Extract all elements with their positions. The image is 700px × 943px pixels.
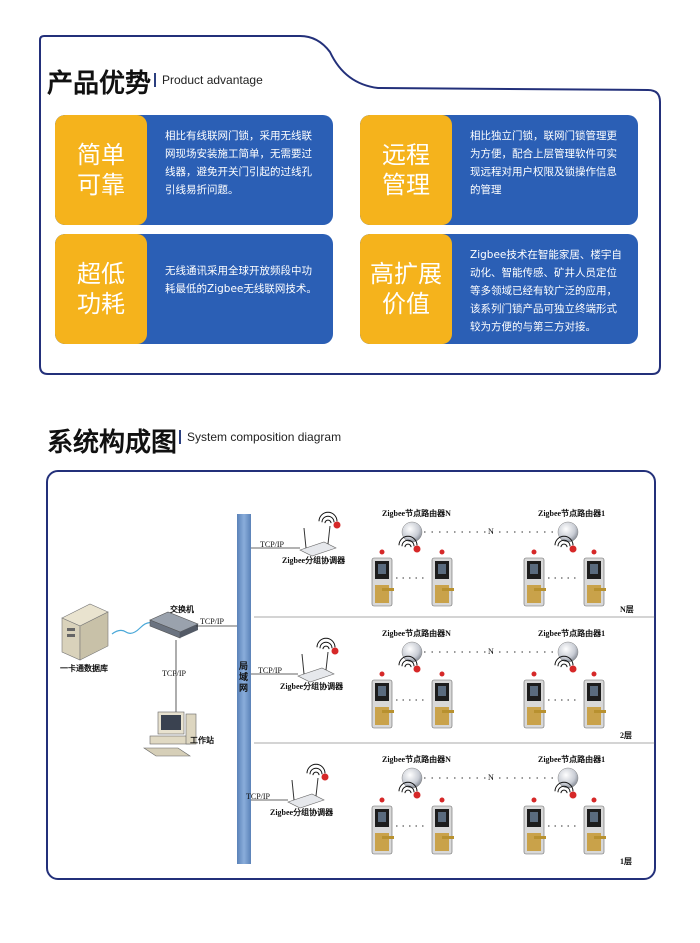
system-subtitle: System composition diagram (179, 430, 341, 444)
coordinator-label: Zigbee分组协调器 (282, 556, 346, 565)
n-mark: N (488, 647, 494, 656)
floor-label: 2层 (620, 731, 632, 740)
workstation-label: 工作站 (190, 736, 214, 745)
coordinator-router-icon (287, 793, 325, 809)
lan-label: 局域网 (239, 662, 249, 694)
card-tag: 高扩展价值 (360, 234, 452, 344)
advantage-card-simple: 简单可靠 相比有线联网门锁，采用无线联网现场安装施工简单，无需要过线器，避免开关… (55, 115, 333, 225)
door-lock-icon (523, 805, 546, 855)
system-frame (46, 470, 656, 880)
card-text: 无线通讯采用全球开放频段中功耗最低的Zigbee无线联网技术。 (165, 265, 317, 295)
door-lock-icon (583, 557, 606, 607)
tcpip-label: TCP/IP (246, 792, 271, 801)
door-lock-icon (523, 557, 546, 607)
coordinator-label: Zigbee分组协调器 (270, 808, 334, 817)
tcpip-label-workstation: TCP/IP (162, 669, 187, 678)
advantage-title: 产品优势 (47, 69, 152, 99)
card-tag: 超低功耗 (55, 234, 147, 344)
door-lock-icon (371, 805, 394, 855)
router-1-label: Zigbee节点路由器1 (538, 755, 606, 764)
card-text: 相比有线联网门锁，采用无线联网现场安装施工简单，无需要过线器，避免开关门引起的过… (165, 130, 312, 196)
signal-icon (316, 637, 339, 655)
door-lock-icon (523, 679, 546, 729)
card-text: 相比独立门锁，联网门锁管理更为方便，配合上层管理软件可实现远程对用户权限及锁操作… (470, 130, 617, 196)
signal-icon (554, 655, 577, 673)
tcpip-label: TCP/IP (258, 666, 283, 675)
router-node-n-icon (401, 767, 423, 789)
signal-icon (306, 763, 329, 781)
router-n-label: Zigbee节点路由器N (382, 509, 451, 518)
router-n-label: Zigbee节点路由器N (382, 755, 451, 764)
database-label: 一卡通数据库 (60, 664, 108, 673)
signal-icon (554, 781, 577, 799)
coordinator-label: Zigbee分组协调器 (280, 682, 344, 691)
door-lock-icon (431, 805, 454, 855)
door-lock-icon (431, 557, 454, 607)
router-1-label: Zigbee节点路由器1 (538, 629, 606, 638)
router-node-1-icon (557, 767, 579, 789)
tcpip-label-switch: TCP/IP (200, 617, 225, 626)
router-node-n-icon (401, 521, 423, 543)
floor-diagrams (287, 511, 606, 855)
router-node-1-icon (557, 521, 579, 543)
tcpip-label: TCP/IP (260, 540, 285, 549)
card-text: Zigbee技术在智能家居、楼宇自动化、智能传感、矿井人员定位等多领域已经有较广… (470, 249, 622, 333)
door-lock-icon (583, 679, 606, 729)
workstation-icon (143, 711, 197, 757)
database-server-icon (61, 603, 109, 661)
lan-bar (237, 514, 251, 864)
router-node-1-icon (557, 641, 579, 663)
switch-label: 交换机 (170, 605, 194, 614)
advantage-card-remote: 远程管理 相比独立门锁，联网门锁管理更为方便，配合上层管理软件可实现远程对用户权… (360, 115, 638, 225)
coordinator-router-icon (297, 667, 335, 683)
advantage-card-extend: 高扩展价值 Zigbee技术在智能家居、楼宇自动化、智能传感、矿井人员定位等多领… (360, 234, 638, 344)
door-lock-icon (431, 679, 454, 729)
floor-label: N层 (620, 605, 634, 614)
advantage-card-lowpower: 超低功耗 无线通讯采用全球开放频段中功耗最低的Zigbee无线联网技术。 (55, 234, 333, 344)
card-tag: 简单可靠 (55, 115, 147, 225)
advantage-frame (39, 35, 661, 375)
floor-label: 1层 (620, 857, 632, 866)
router-n-label: Zigbee节点路由器N (382, 629, 451, 638)
advantage-subtitle: Product advantage (154, 73, 263, 87)
card-tag: 远程管理 (360, 115, 452, 225)
n-mark: N (488, 773, 494, 782)
signal-icon (398, 781, 421, 799)
switch-icon (149, 611, 199, 639)
signal-icon (318, 511, 341, 529)
router-1-label: Zigbee节点路由器1 (538, 509, 606, 518)
signal-icon (398, 655, 421, 673)
door-lock-icon (583, 805, 606, 855)
door-lock-icon (371, 679, 394, 729)
n-mark: N (488, 527, 494, 536)
door-lock-icon (371, 557, 394, 607)
coordinator-router-icon (299, 541, 337, 557)
signal-icon (398, 535, 421, 553)
system-title: 系统构成图 (47, 428, 178, 458)
signal-icon (554, 535, 577, 553)
router-node-n-icon (401, 641, 423, 663)
